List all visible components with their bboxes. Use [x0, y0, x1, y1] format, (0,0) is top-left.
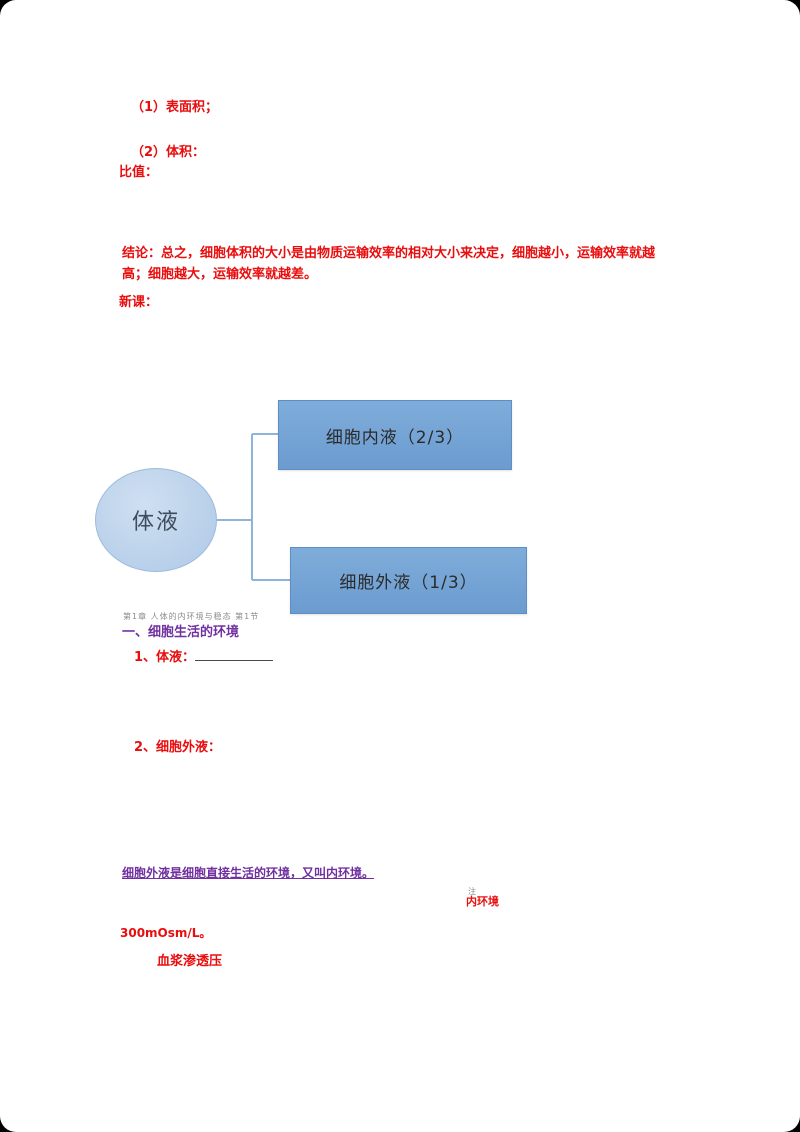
note-line-1: （1）表面积；: [131, 100, 219, 115]
section-item-1: 1、体液：: [134, 647, 274, 668]
annotation-term: 内环境: [466, 895, 499, 908]
section-heading: 一、细胞生活的环境: [122, 625, 240, 640]
note-line-5: 新课：: [119, 295, 159, 310]
diagram-node-intracellular: 细胞内液（2/3）: [278, 400, 512, 470]
note-line-3: 比值：: [119, 165, 159, 180]
section-item-1-label: 1、体液：: [134, 650, 196, 665]
section-item-2: 2、细胞外液：: [134, 740, 222, 755]
conclusion-paragraph: 结论：总之，细胞体积的大小是由物质运输效率的相对大小来决定，细胞越小，运输效率就…: [122, 246, 656, 282]
diagram-root-ellipse: 体液: [95, 468, 217, 572]
diagram-root-label: 体液: [131, 510, 180, 535]
fill-in-blank-1: [195, 648, 274, 661]
note-line-2: （2）体积：: [131, 145, 206, 160]
diagram-node-extracellular: 细胞外液（1/3）: [290, 547, 527, 614]
diagram-node-intracellular-label: 细胞内液（2/3）: [325, 427, 465, 448]
chapter-annotation: 第1章 人体的内环境与稳态 第1节: [123, 612, 260, 621]
internal-environment-definition: 细胞外液是细胞直接生活的环境，又叫内环境。: [122, 866, 375, 880]
diagram-node-extracellular-label: 细胞外液（1/3）: [339, 573, 478, 593]
annotation-small: 注: [468, 887, 477, 896]
osmotic-value-line: 300mOsm/L。: [120, 926, 212, 940]
osmotic-term-line: 血浆渗透压: [157, 954, 223, 969]
